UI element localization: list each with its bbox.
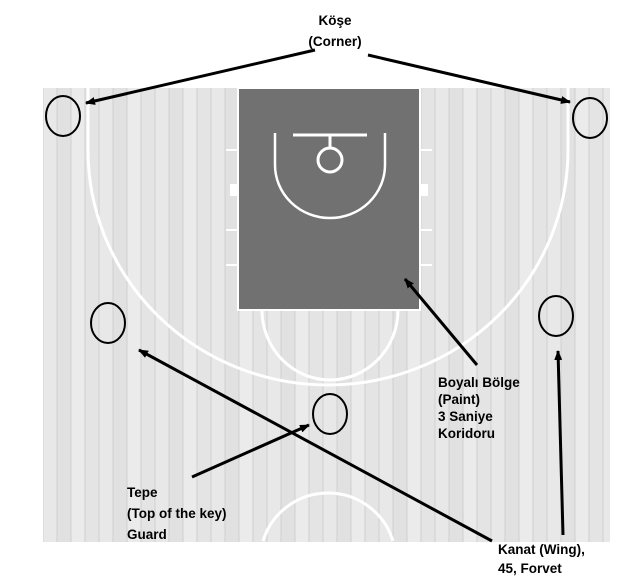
arrow-paint: [403, 278, 479, 366]
label-corner: Köşe (Corner): [280, 12, 390, 50]
label-paint-line2: (Paint): [438, 392, 480, 407]
floor-board: [477, 88, 491, 542]
floor-board: [197, 88, 211, 542]
floor-board: [505, 88, 519, 542]
floor-board: [155, 88, 169, 542]
arrow-corner-left: [85, 48, 316, 105]
center-circle: [261, 491, 395, 542]
floor-board: [211, 88, 225, 542]
position-markers: [45, 95, 608, 435]
floor-board: [57, 88, 71, 542]
label-paint: Boyalı Bölge (Paint) 3 Saniye Koridoru: [438, 374, 520, 442]
label-paint-line1: Boyalı Bölge: [438, 375, 520, 390]
floor-board: [435, 88, 449, 542]
label-wing-line1: Kanat (Wing),: [498, 542, 585, 557]
court-lines: [86, 88, 570, 542]
floor-board: [575, 88, 589, 542]
floor-board: [141, 88, 155, 542]
label-paint-line3: 3 Saniye: [438, 409, 493, 424]
position-corner-right: [572, 97, 608, 139]
label-wing-line2: 45, Forvet: [498, 561, 562, 576]
position-wing-left: [90, 302, 126, 344]
floor-board: [113, 88, 127, 542]
floor-board: [561, 88, 575, 542]
floor-board: [603, 88, 610, 542]
free-throw-semicircle: [260, 309, 400, 382]
label-top-of-key: Tepe (Top of the key) Guard: [127, 482, 227, 545]
floor-board: [225, 88, 239, 542]
floor-board: [519, 88, 533, 542]
position-top-of-key: [312, 393, 348, 435]
label-paint-line4: Koridoru: [438, 426, 495, 441]
annotation-arrows: [85, 48, 571, 543]
label-top-line2: (Top of the key): [127, 506, 227, 521]
floor-board: [127, 88, 141, 542]
floor-board: [169, 88, 183, 542]
three-point-line: [86, 88, 570, 387]
arrow-wing-right: [554, 350, 565, 536]
basket: [273, 133, 387, 220]
paint-area: [237, 87, 421, 311]
position-wing-right: [538, 295, 574, 337]
label-wing: Kanat (Wing), 45, Forvet: [498, 540, 585, 578]
floor-board: [449, 88, 463, 542]
floor-board: [589, 88, 603, 542]
arrow-top-of-key: [191, 423, 310, 479]
floor-board: [183, 88, 197, 542]
label-corner-tr: Köşe: [318, 13, 352, 28]
floor-board: [421, 88, 435, 542]
arrow-corner-right: [367, 53, 571, 104]
hoop: [316, 146, 344, 174]
label-corner-en: (Corner): [308, 34, 362, 49]
floor-board: [463, 88, 477, 542]
restricted-area-arc: [273, 133, 387, 220]
label-top-line3: Guard: [127, 527, 167, 542]
floor-board: [43, 88, 57, 542]
floor-board: [99, 88, 113, 542]
position-corner-left: [45, 95, 81, 137]
label-top-line1: Tepe: [127, 485, 158, 500]
floor-board: [547, 88, 561, 542]
floor-board: [71, 88, 85, 542]
arrow-wing-left: [138, 348, 493, 543]
